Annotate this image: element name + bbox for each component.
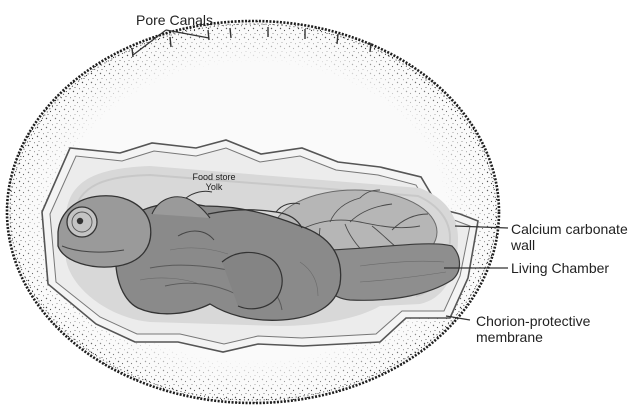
- calcium-carbonate-line1: Calcium carbonate: [511, 221, 628, 237]
- food-store-label-line2: Yolk: [186, 182, 242, 192]
- living-chamber-label: Living Chamber: [511, 260, 609, 276]
- calcium-carbonate-wall-label: Calcium carbonate wall: [511, 221, 628, 253]
- pore-canals-label: Pore Canals: [136, 12, 213, 28]
- food-store-label: Food store Yolk: [186, 172, 242, 192]
- calcium-carbonate-line2: wall: [511, 237, 628, 253]
- food-store-label-line1: Food store: [186, 172, 242, 182]
- chorion-label-line1: Chorion-protective: [476, 313, 590, 329]
- chorion-label-line2: membrane: [476, 329, 590, 345]
- chorion-membrane-label: Chorion-protective membrane: [476, 313, 590, 345]
